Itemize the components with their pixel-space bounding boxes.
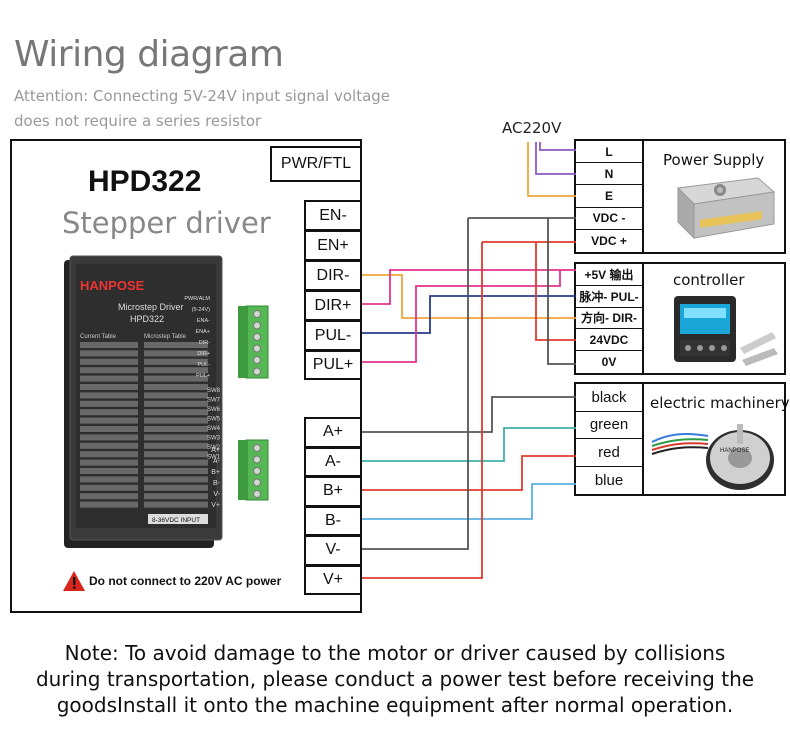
attention-line-1: Attention: Connecting 5V-24V input signa… bbox=[14, 87, 391, 105]
terminal-block-motor bbox=[253, 444, 261, 498]
photo-motor-pin-1: A- bbox=[213, 458, 221, 465]
photo-top-pin-0: PWR/ALM bbox=[184, 296, 210, 302]
wire-7 bbox=[362, 295, 576, 334]
wire-5 bbox=[362, 274, 576, 319]
photo-motor-pin-4: V- bbox=[213, 491, 220, 498]
photo-switch-0: SW8 bbox=[207, 388, 221, 394]
attention-line-2: does not require a series resistor bbox=[14, 112, 262, 130]
photo-switch-2: SW6 bbox=[207, 407, 221, 413]
driver-terminal-bminus: B- bbox=[304, 505, 362, 536]
driver-photo: HANPOSE Microstep Driver HPD322 Current … bbox=[64, 255, 269, 548]
motor-terminal-1: green bbox=[576, 412, 642, 439]
driver-terminal-dirplus: DIR+ bbox=[304, 290, 362, 321]
terminal-block-signal bbox=[253, 310, 261, 376]
power-supply-terminal-2: E bbox=[576, 185, 642, 208]
motor-terminal-2: red bbox=[576, 439, 642, 467]
power-supply-terminal-3: VDC - bbox=[576, 208, 642, 230]
photo-motor-pin-5: V+ bbox=[211, 502, 220, 509]
wire-15 bbox=[362, 218, 469, 550]
warning-icon bbox=[63, 571, 85, 591]
power-supply-terminal-0: L bbox=[576, 141, 642, 164]
photo-brand: HANPOSE bbox=[80, 278, 145, 293]
photo-line2: HPD322 bbox=[130, 314, 164, 324]
photo-top-pin-6: PUL- bbox=[197, 362, 210, 368]
controller-terminal-4: 0V bbox=[601, 355, 617, 370]
motor-image: HANPOSE bbox=[651, 424, 774, 490]
wire-11 bbox=[362, 396, 576, 433]
driver-terminal-pulplus: PUL+ bbox=[304, 350, 362, 380]
photo-motor-pin-labels: A+ A- B+ B- V- V+ bbox=[211, 447, 220, 509]
photo-switch-1: SW7 bbox=[207, 398, 221, 404]
wire-2 bbox=[527, 142, 576, 197]
photo-top-pin-1: (5-24V) bbox=[192, 307, 211, 313]
photo-microstep-table: Microstep Table bbox=[144, 334, 187, 340]
photo-top-pin-7: PUL+ bbox=[196, 373, 210, 379]
motor-brand: HANPOSE bbox=[720, 448, 749, 454]
motor-terminal-3: blue bbox=[594, 471, 624, 489]
photo-top-pin-4: DIR- bbox=[199, 340, 210, 346]
wire-16 bbox=[362, 242, 483, 579]
power-supply-image bbox=[676, 177, 776, 240]
photo-top-pin-5: DIR+ bbox=[197, 351, 210, 357]
wire-8 bbox=[362, 270, 561, 363]
photo-switch-6: SW2 bbox=[207, 445, 221, 451]
driver-terminal-enplus: EN+ bbox=[304, 230, 362, 261]
photo-line1: Microstep Driver bbox=[118, 302, 184, 312]
photo-switch-5: SW3 bbox=[207, 436, 221, 442]
wire-6 bbox=[362, 269, 576, 305]
controller-terminal-0: +5V 输出 bbox=[576, 264, 642, 286]
driver-terminal-vplus: V+ bbox=[304, 564, 362, 595]
driver-model: HPD322 bbox=[88, 165, 202, 198]
motor-label: electric machinery bbox=[650, 394, 790, 412]
controller-terminal-1: 脉冲- PUL- bbox=[576, 286, 642, 308]
photo-top-pin-3: ENA+ bbox=[195, 329, 210, 335]
photo-current-table: Current Table bbox=[80, 334, 117, 340]
power-supply-terminal-4: VDC + bbox=[591, 233, 627, 248]
photo-switch-7: SW1 bbox=[207, 455, 221, 461]
wire-14 bbox=[362, 483, 576, 520]
driver-terminal-aplus: A+ bbox=[304, 417, 362, 448]
photo-tables bbox=[80, 342, 208, 508]
wire-1 bbox=[535, 142, 576, 175]
pwr-ftl-label: PWR/FTL bbox=[270, 146, 362, 182]
controller-image bbox=[674, 296, 778, 366]
wire-0 bbox=[539, 142, 576, 151]
transport-note: Note: To avoid damage to the motor or dr… bbox=[35, 641, 755, 717]
power-supply-terminal-1: N bbox=[576, 163, 642, 186]
power-supply-label: Power Supply bbox=[663, 151, 765, 169]
photo-motor-pin-2: B+ bbox=[211, 469, 220, 476]
diagram-title: Wiring diagram bbox=[14, 34, 284, 75]
driver-subtitle: Stepper driver bbox=[62, 206, 271, 240]
photo-top-pin-labels: PWR/ALM (5-24V) ENA- ENA+ DIR- DIR+ PUL- PUL+ bbox=[184, 296, 210, 379]
photo-top-pin-2: ENA- bbox=[197, 318, 210, 324]
ac-voltage-label: AC220V bbox=[502, 119, 562, 137]
driver-terminal-enminus: EN- bbox=[304, 200, 362, 231]
motor-terminal-0: black bbox=[576, 384, 642, 412]
photo-switch-4: SW4 bbox=[207, 426, 221, 432]
controller-terminal-2: 方向- DIR- bbox=[576, 308, 642, 330]
title-bold: diagram bbox=[137, 34, 284, 75]
wire-10 bbox=[547, 218, 576, 365]
title-light: Wiring bbox=[14, 34, 127, 75]
photo-motor-pin-0: A+ bbox=[211, 447, 220, 454]
warning-note: Do not connect to 220V AC power bbox=[62, 570, 281, 592]
warning-text: Do not connect to 220V AC power bbox=[89, 574, 282, 588]
controller-label: controller bbox=[673, 271, 745, 289]
wire-12 bbox=[362, 427, 576, 462]
driver-terminal-pulminus: PUL- bbox=[304, 320, 362, 351]
photo-motor-pin-3: B- bbox=[213, 480, 221, 487]
wire-9 bbox=[535, 242, 576, 341]
wire-13 bbox=[362, 455, 576, 491]
photo-footer: 8-36VDC INPUT bbox=[152, 517, 200, 524]
controller-terminal-3: 24VDC bbox=[576, 329, 642, 352]
photo-switch-3: SW5 bbox=[207, 417, 221, 423]
